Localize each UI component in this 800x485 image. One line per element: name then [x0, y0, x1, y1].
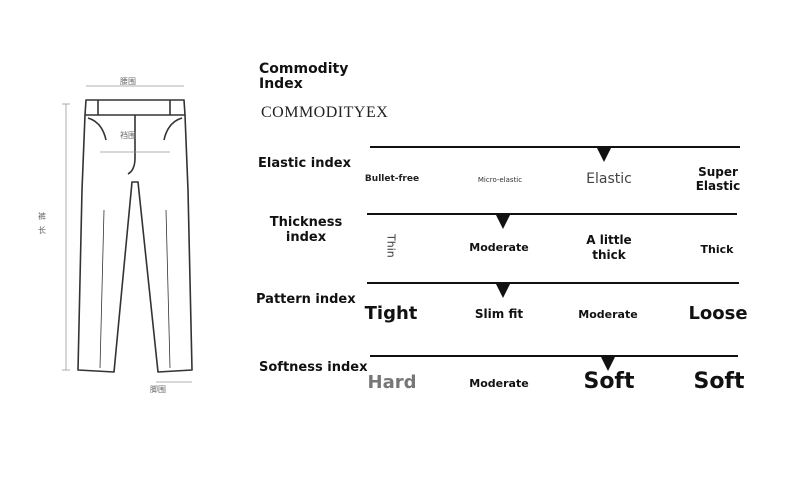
page-title: Commodity Index — [259, 61, 349, 92]
pants-diagram: 腰围 裆围 裤长 脚围 — [38, 70, 230, 400]
pattern-index-marker-icon — [496, 284, 510, 298]
thickness-option-a-little-thick: A little thick — [586, 233, 632, 262]
pattern-index-label: Pattern index — [256, 292, 356, 307]
softness-index-rule — [370, 355, 738, 357]
elastic-option-elastic: Elastic — [586, 171, 632, 187]
softness-option-hard: Hard — [367, 372, 417, 393]
elastic-option-bullet-free: Bullet-free — [364, 174, 420, 184]
softness-option-soft-2: Soft — [693, 369, 745, 394]
pattern-index-rule — [367, 282, 739, 284]
elastic-index-rule — [370, 146, 740, 148]
softness-option-soft: Soft — [583, 369, 635, 394]
page-subtitle: COMMODITYEX — [261, 104, 389, 121]
elastic-index-label: Elastic index — [258, 156, 351, 171]
pattern-option-loose: Loose — [688, 303, 748, 324]
thickness-index-label: Thickness index — [269, 215, 343, 245]
pattern-option-tight: Tight — [364, 303, 418, 324]
rise-label: 裆围 — [120, 131, 136, 140]
elastic-option-micro-elastic: Micro-elastic — [477, 176, 523, 184]
thickness-index-rule — [367, 213, 737, 215]
waist-label: 腰围 — [120, 77, 136, 86]
softness-index-marker-icon — [601, 357, 615, 371]
pattern-option-slim-fit: Slim fit — [474, 307, 524, 321]
softness-index-label: Softness index — [259, 360, 368, 375]
pattern-option-moderate: Moderate — [578, 308, 638, 321]
elastic-option-super-elastic: Super Elastic — [695, 165, 741, 193]
thickness-option-thick: Thick — [700, 243, 734, 256]
thickness-option-moderate: Moderate — [469, 241, 529, 254]
elastic-index-marker-icon — [597, 148, 611, 162]
hem-label: 脚围 — [150, 385, 166, 394]
pants-outline-icon — [62, 85, 193, 383]
softness-option-moderate: Moderate — [469, 377, 529, 390]
thickness-option-thin: Thin — [384, 234, 398, 258]
thickness-index-marker-icon — [496, 215, 510, 229]
length-label: 裤长 — [38, 212, 46, 235]
